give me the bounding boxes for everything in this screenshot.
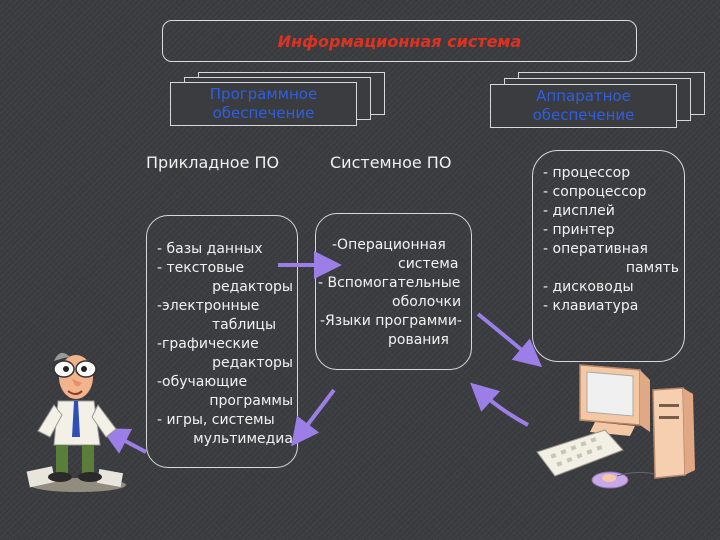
arrow-applied-to-user bbox=[100, 428, 147, 454]
list-item: редакторы bbox=[212, 355, 293, 371]
list-item: редакторы bbox=[212, 279, 293, 295]
list-item: -электронные bbox=[157, 298, 260, 314]
applied-software-list: - базы данных - текстовые редакторы -эле… bbox=[146, 215, 298, 468]
computer-illustration bbox=[536, 364, 695, 489]
list-item: таблицы bbox=[212, 317, 276, 333]
list-item: рования bbox=[388, 332, 449, 348]
list-item: -обучающие bbox=[157, 374, 248, 390]
list-item: система bbox=[398, 256, 459, 272]
software-header-text: Программное обеспечение bbox=[209, 85, 318, 122]
list-item: -Операционная bbox=[332, 237, 446, 253]
list-item: - текстовые bbox=[157, 260, 245, 276]
list-item: -Языки программи- bbox=[320, 313, 462, 329]
arrow-to-applied-list bbox=[291, 388, 336, 447]
list-item: - дисплей bbox=[543, 203, 615, 219]
list-item: - сопроцессор bbox=[543, 184, 647, 200]
applied-software-label: Прикладное ПО bbox=[146, 153, 280, 172]
system-software-list: -Операционная система - Вспомогательные … bbox=[315, 213, 472, 370]
list-item: память bbox=[625, 260, 679, 276]
list-item: - игры, системы bbox=[157, 412, 275, 428]
list-item: оболочки bbox=[392, 294, 462, 310]
list-item: - процессор bbox=[543, 165, 631, 181]
list-item: - оперативная bbox=[543, 241, 648, 257]
user-person-illustration bbox=[26, 352, 126, 492]
list-item: - дисководы bbox=[543, 279, 634, 295]
list-item: -графические bbox=[157, 336, 259, 352]
hardware-header: Аппаратное обеспечение bbox=[490, 84, 677, 128]
list-item: - клавиатура bbox=[543, 298, 639, 314]
hardware-list: - процессор - сопроцессор - дисплей - пр… bbox=[532, 150, 685, 362]
list-item: - принтер bbox=[543, 222, 615, 238]
system-software-label: Системное ПО bbox=[330, 153, 452, 172]
list-item: мультимедиа bbox=[193, 431, 293, 447]
arrow-hardware-to-computer bbox=[476, 312, 543, 368]
hardware-header-stack: Аппаратное обеспечение bbox=[490, 72, 705, 129]
hardware-header-text: Аппаратное обеспечение bbox=[532, 87, 635, 124]
list-item: - Вспомогательные bbox=[318, 275, 461, 291]
list-item: - базы данных bbox=[157, 241, 263, 257]
software-header: Программное обеспечение bbox=[170, 82, 357, 126]
software-header-stack: Программное обеспечение bbox=[170, 72, 385, 127]
list-item: программы bbox=[209, 393, 293, 409]
information-system-title: Информационная система bbox=[162, 20, 637, 62]
arrow-computer-to-system bbox=[470, 382, 529, 427]
